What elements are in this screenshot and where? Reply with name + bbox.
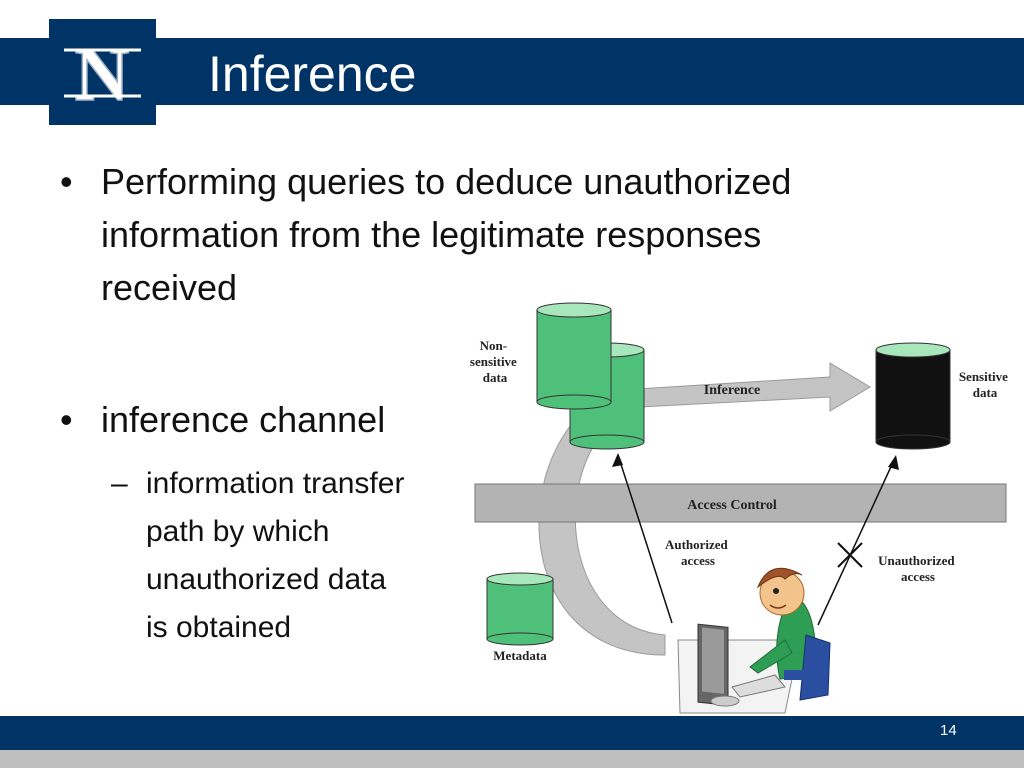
bullet-line: information from the legitimate response… — [101, 214, 762, 255]
sub-bullet-line: unauthorized data — [146, 563, 387, 596]
slide-title: Inference — [208, 46, 417, 102]
sub-bullet-line: information transfer — [146, 467, 405, 500]
sub-bullet-item: – information transfer path by which una… — [111, 460, 476, 652]
inference-label: Inference — [704, 383, 761, 398]
sub-bullet-line: is obtained — [146, 611, 292, 644]
bullet-line: Performing queries to deduce unauthorize… — [101, 161, 792, 202]
inference-diagram: Inference Non- sensitive data Sensitive … — [440, 295, 1024, 720]
sensitive-db-icon — [875, 342, 951, 450]
title-bar — [0, 38, 1024, 105]
footer-strip — [0, 750, 1024, 768]
page-number: 14 — [940, 722, 957, 739]
bullet-item: • inference channel — [56, 393, 385, 446]
access-control-bar — [474, 483, 1007, 523]
footer-bar — [0, 716, 1024, 750]
bullet-line: received — [101, 267, 238, 308]
university-logo: N — [50, 20, 155, 124]
unauthorized-arrow — [817, 457, 896, 626]
bullet-text: inference channel — [101, 399, 386, 440]
metadata-db-icon — [486, 572, 554, 646]
sensitive-label: Sensitive data — [959, 369, 1011, 400]
svg-text:N: N — [75, 33, 130, 117]
inference-diagram-svg: Inference Non- sensitive data Sensitive … — [470, 302, 1011, 714]
unauthorized-label: Unauthorized access — [878, 553, 958, 584]
access-control-label: Access Control — [687, 498, 777, 513]
user-at-computer-icon — [677, 567, 831, 714]
authorized-label: Authorized access — [665, 537, 731, 568]
n-logo-icon: N — [50, 20, 155, 124]
authorized-arrow — [617, 454, 673, 624]
metadata-label: Metadata — [493, 648, 547, 663]
bullet-icon: • — [60, 161, 73, 202]
bullet-item: • Performing queries to deduce unauthori… — [56, 155, 936, 314]
bullet-icon: • — [60, 399, 73, 440]
dash-icon: – — [111, 467, 128, 500]
nonsensitive-label: Non- sensitive data — [470, 338, 520, 385]
sub-bullet-line: path by which — [146, 515, 330, 548]
nonsensitive-db-icon — [536, 302, 645, 450]
